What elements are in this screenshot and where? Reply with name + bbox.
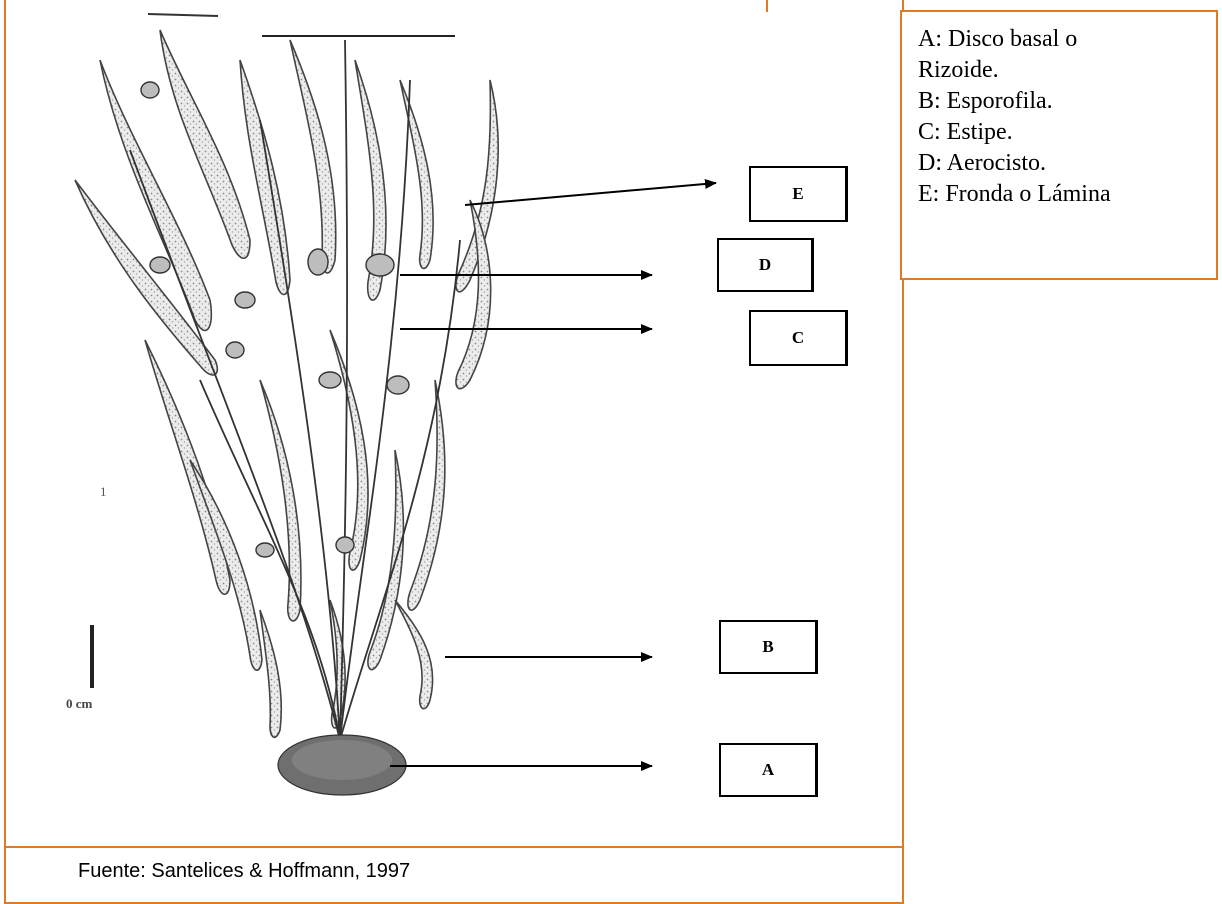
cut-line xyxy=(148,14,218,16)
aerocyst xyxy=(226,342,244,358)
aerocyst xyxy=(366,254,394,276)
scale-label: 0 cm xyxy=(66,696,92,712)
legend-item: B: Esporofila. xyxy=(918,86,1216,117)
label-box-b: B xyxy=(719,620,817,674)
sporophyll xyxy=(395,600,433,709)
label-box-a: A xyxy=(719,743,817,797)
legend-item: E: Fronda o Lámina xyxy=(918,179,1216,210)
source-box: Fuente: Santelices & Hoffmann, 1997 xyxy=(4,846,904,904)
blade xyxy=(456,80,498,292)
aerocyst xyxy=(308,249,328,275)
legend-item: Rizoide. xyxy=(918,55,1216,86)
blade xyxy=(290,40,336,273)
kelp-illustration xyxy=(0,0,904,846)
aerocyst xyxy=(235,292,255,308)
legend-item: D: Aerocisto. xyxy=(918,148,1216,179)
aerocyst xyxy=(319,372,341,388)
blade xyxy=(260,380,301,621)
legend-box: A: Disco basal o Rizoide. B: Esporofila.… xyxy=(900,10,1218,280)
holdfast xyxy=(278,735,406,795)
label-box-c: C xyxy=(749,310,847,366)
arrow-e xyxy=(465,183,716,205)
sporophyll xyxy=(260,610,281,737)
aerocyst xyxy=(141,82,159,98)
stipes xyxy=(130,40,460,740)
label-box-d: D xyxy=(717,238,813,292)
label-box-e: E xyxy=(749,166,847,222)
aerocyst xyxy=(256,543,274,557)
blade xyxy=(330,330,368,570)
source-caption: Fuente: Santelices & Hoffmann, 1997 xyxy=(78,860,410,883)
aerocyst xyxy=(387,376,409,394)
legend-item: C: Estipe. xyxy=(918,117,1216,148)
stray-mark: 1 xyxy=(100,484,107,500)
aerocyst xyxy=(336,537,354,553)
aerocyst xyxy=(150,257,170,273)
blades xyxy=(75,30,498,737)
legend-list: A: Disco basal o Rizoide. B: Esporofila.… xyxy=(902,12,1216,210)
legend-item: A: Disco basal o xyxy=(918,24,1216,55)
